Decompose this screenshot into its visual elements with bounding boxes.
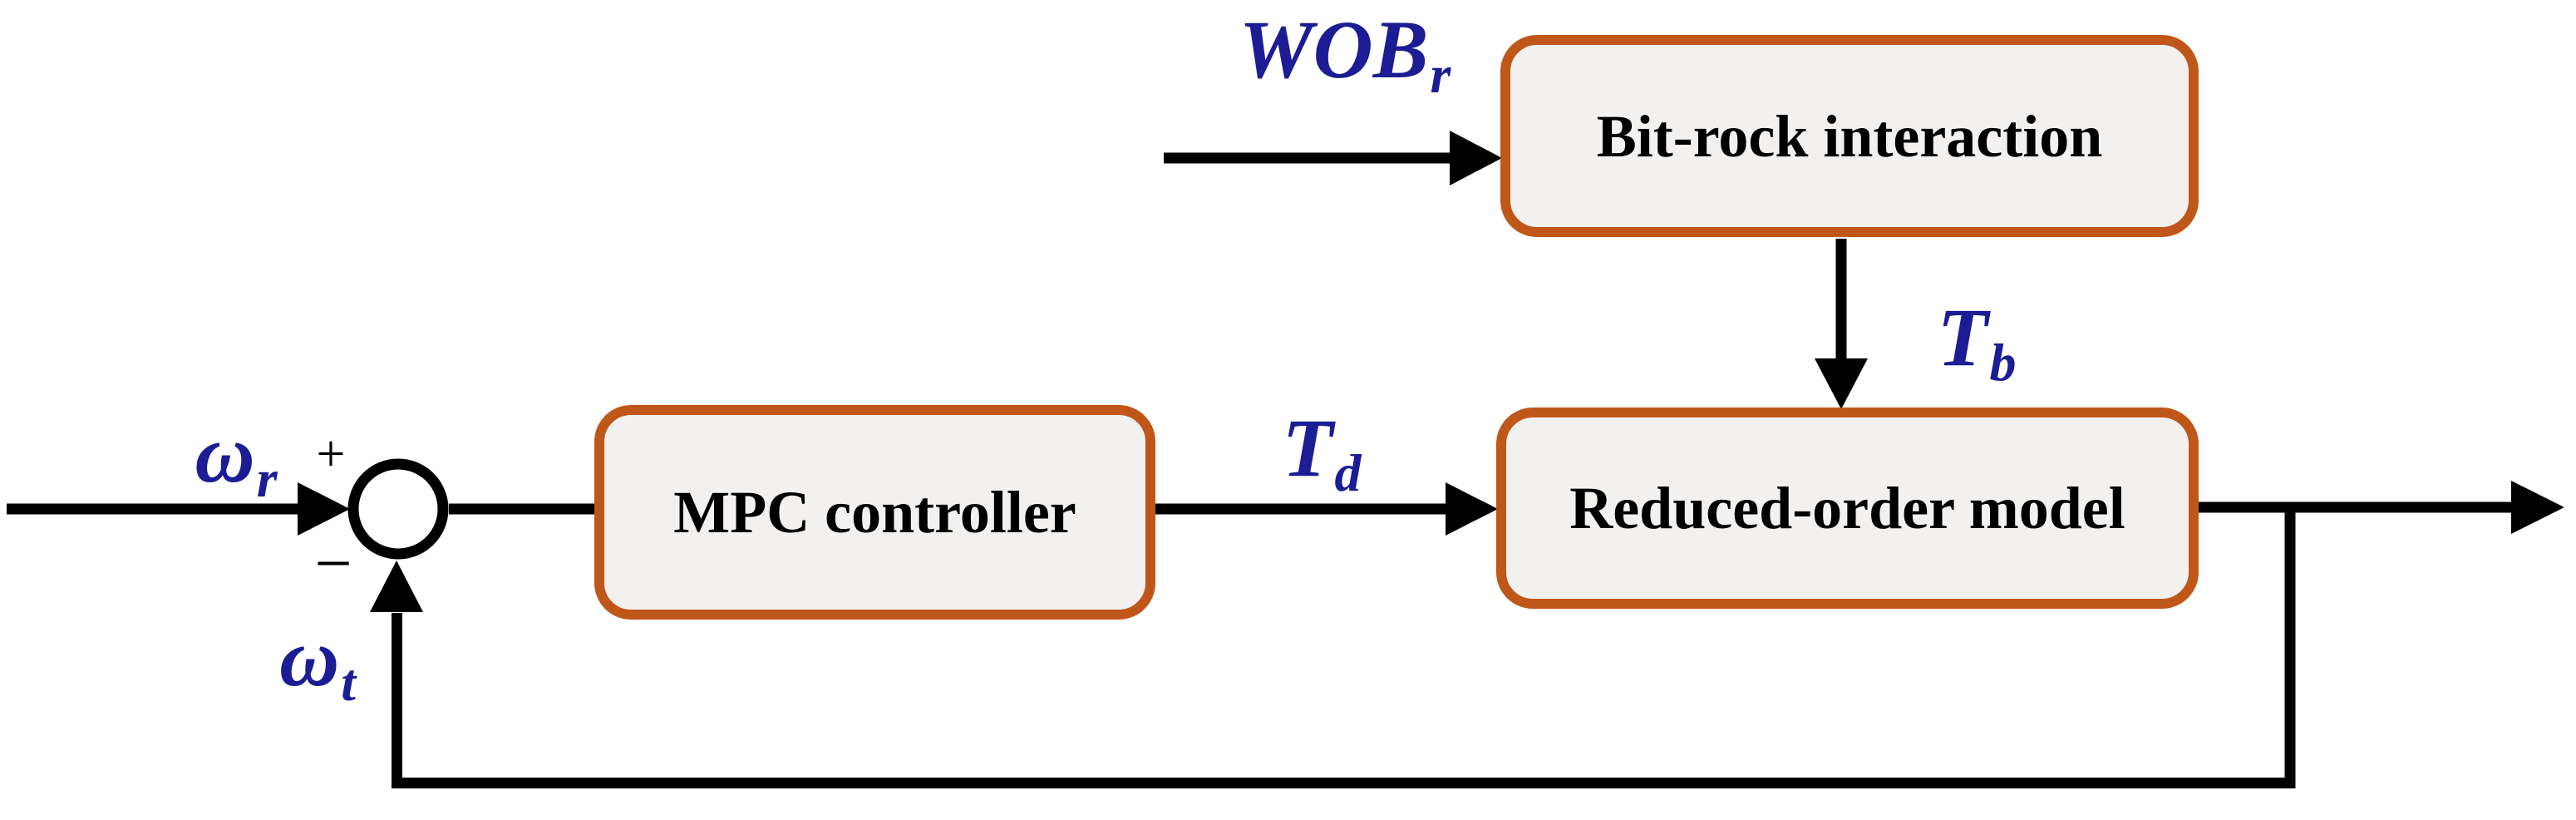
reference-input-arrowhead bbox=[298, 482, 350, 536]
output-arrowhead bbox=[2511, 481, 2564, 534]
bit-rock-interaction-block: Bit-rock interaction bbox=[1500, 35, 2199, 237]
wobr-signal-label: WOBr bbox=[1239, 3, 1451, 104]
reduced-order-model-label: Reduced-order model bbox=[1569, 475, 2125, 541]
plus-sign: + bbox=[316, 426, 346, 482]
summing-junction bbox=[347, 458, 449, 560]
tb-arrowhead bbox=[1815, 358, 1868, 409]
td-arrowhead bbox=[1446, 482, 1498, 536]
td-signal-label: Td bbox=[1282, 402, 1362, 502]
reduced-order-model-block: Reduced-order model bbox=[1496, 408, 2199, 609]
bit-rock-interaction-label: Bit-rock interaction bbox=[1596, 102, 2103, 170]
omega-t-signal-label: ωt bbox=[278, 611, 357, 712]
tb-signal-label: Tb bbox=[1937, 291, 2017, 392]
minus-sign: − bbox=[314, 527, 352, 600]
feedback-arrowhead bbox=[370, 561, 423, 612]
feedback-line bbox=[392, 504, 2296, 788]
omega-r-signal-label: ωr bbox=[195, 408, 278, 508]
mpc-controller-block: MPC controller bbox=[594, 405, 1155, 620]
wobr-input-arrowhead bbox=[1450, 131, 1502, 185]
mpc-controller-label: MPC controller bbox=[673, 479, 1076, 546]
